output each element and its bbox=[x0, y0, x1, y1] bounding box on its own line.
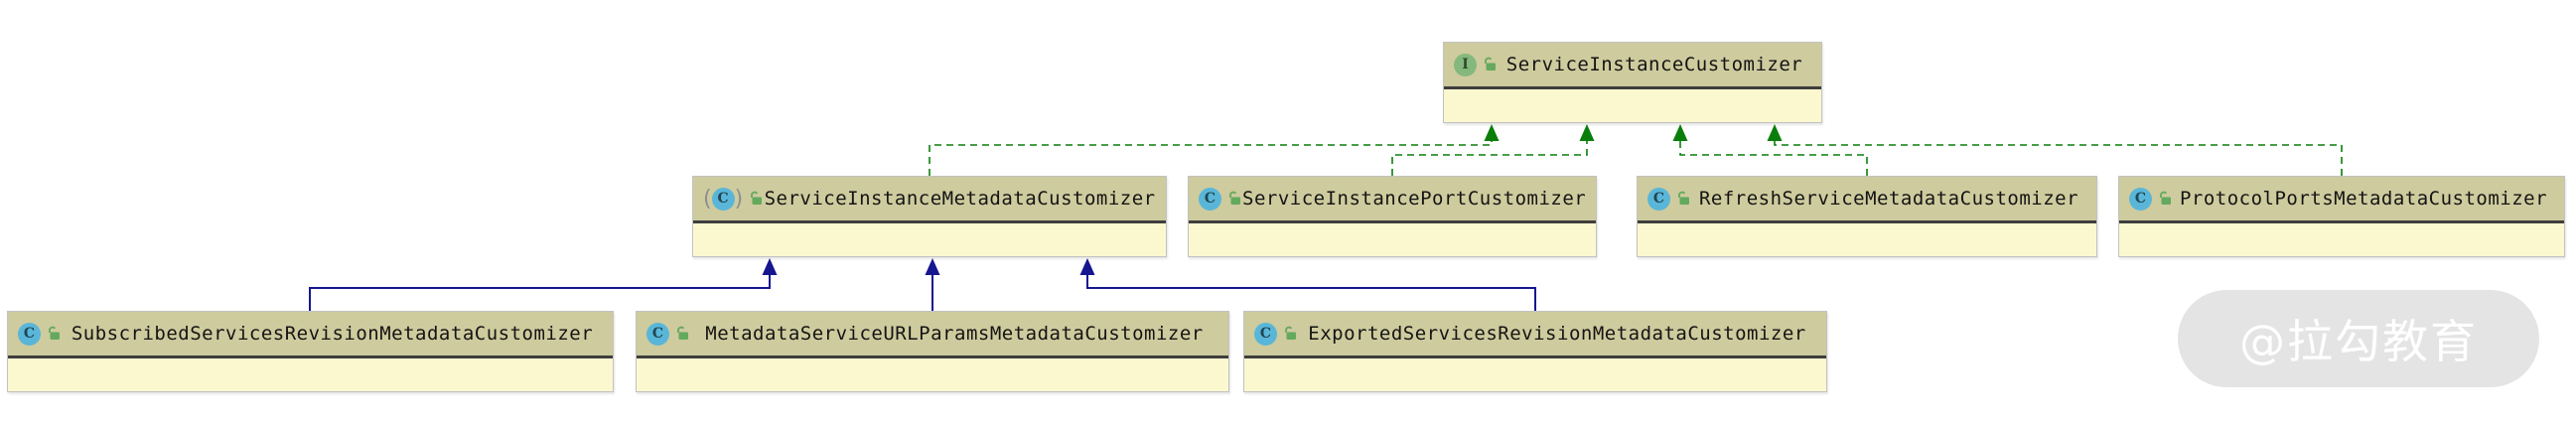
node-service-instance-metadata-customizer[interactable]: ( C ) ServiceInstanceMetadataCustomizer bbox=[692, 176, 1167, 257]
edge-implements-protocol-ports-metadata-customizer[interactable] bbox=[1767, 124, 2343, 176]
public-visibility-lock-icon bbox=[751, 191, 763, 205]
node-service-instance-customizer[interactable]: I ServiceInstanceCustomizer bbox=[1443, 42, 1822, 123]
abstract-class-icon: ( C ) bbox=[703, 186, 744, 212]
class-name: ExportedServicesRevisionMetadataCustomiz… bbox=[1308, 323, 1806, 345]
class-body bbox=[8, 358, 613, 391]
edge-implements-service-instance-port-customizer[interactable] bbox=[1391, 124, 1595, 176]
class-icon-letter: C bbox=[18, 322, 41, 346]
edge-extends-metadata-service-url-params-metadata-customizer[interactable] bbox=[925, 258, 940, 311]
interface-icon-letter: I bbox=[1454, 53, 1477, 76]
public-visibility-lock-icon bbox=[1229, 191, 1240, 205]
class-header: C ExportedServicesRevisionMetadataCustom… bbox=[1244, 312, 1826, 358]
node-metadata-service-url-params-metadata-customizer[interactable]: C MetadataServiceURLParamsMetadataCustom… bbox=[636, 311, 1229, 392]
class-body bbox=[637, 358, 1228, 391]
class-header: I ServiceInstanceCustomizer bbox=[1444, 43, 1821, 89]
watermark-badge: @拉勾教育 bbox=[2178, 290, 2539, 387]
class-name: ServiceInstanceMetadataCustomizer bbox=[764, 188, 1156, 210]
class-icon: C bbox=[1254, 322, 1277, 346]
class-header: C SubscribedServicesRevisionMetadataCust… bbox=[8, 312, 613, 358]
class-body bbox=[2119, 223, 2564, 256]
class-body bbox=[693, 223, 1166, 256]
class-header: C ServiceInstancePortCustomizer bbox=[1189, 177, 1596, 223]
node-protocol-ports-metadata-customizer[interactable]: C ProtocolPortsMetadataCustomizer bbox=[2118, 176, 2565, 257]
node-subscribed-services-revision-metadata-customizer[interactable]: C SubscribedServicesRevisionMetadataCust… bbox=[7, 311, 614, 392]
class-icon: C bbox=[1199, 187, 1221, 211]
class-icon-letter: C bbox=[646, 322, 669, 346]
public-visibility-lock-icon bbox=[2160, 191, 2171, 205]
class-icon-letter: C bbox=[1199, 187, 1221, 211]
class-name: ServiceInstanceCustomizer bbox=[1505, 54, 1803, 75]
edge-extends-exported-services-revision-metadata-customizer[interactable] bbox=[1079, 258, 1536, 311]
public-visibility-lock-icon bbox=[1678, 191, 1689, 205]
public-visibility-lock-icon bbox=[1285, 326, 1296, 340]
public-visibility-lock-icon bbox=[49, 326, 60, 340]
class-header: ( C ) ServiceInstanceMetadataCustomizer bbox=[693, 177, 1166, 223]
class-name: SubscribedServicesRevisionMetadataCustom… bbox=[71, 323, 594, 345]
class-icon-letter: C bbox=[1254, 322, 1277, 346]
class-icon: C bbox=[1647, 187, 1670, 211]
edge-implements-refresh-service-metadata-customizer[interactable] bbox=[1672, 124, 1868, 176]
class-body bbox=[1444, 89, 1821, 122]
class-header: C ProtocolPortsMetadataCustomizer bbox=[2119, 177, 2564, 223]
class-body bbox=[1189, 223, 1596, 256]
interface-icon: I bbox=[1454, 53, 1477, 76]
class-icon: C bbox=[18, 322, 41, 346]
public-visibility-lock-icon bbox=[677, 326, 688, 340]
node-service-instance-port-customizer[interactable]: C ServiceInstancePortCustomizer bbox=[1188, 176, 1597, 257]
node-refresh-service-metadata-customizer[interactable]: C RefreshServiceMetadataCustomizer bbox=[1637, 176, 2097, 257]
class-body bbox=[1638, 223, 2096, 256]
class-name: RefreshServiceMetadataCustomizer bbox=[1698, 188, 2079, 210]
class-icon: C bbox=[2129, 187, 2152, 211]
class-name: ServiceInstancePortCustomizer bbox=[1242, 188, 1587, 210]
class-header: C MetadataServiceURLParamsMetadataCustom… bbox=[637, 312, 1228, 358]
node-exported-services-revision-metadata-customizer[interactable]: C ExportedServicesRevisionMetadataCustom… bbox=[1243, 311, 1827, 392]
public-visibility-lock-icon bbox=[1485, 57, 1496, 71]
class-name: ProtocolPortsMetadataCustomizer bbox=[2179, 188, 2548, 210]
class-header: C RefreshServiceMetadataCustomizer bbox=[1638, 177, 2096, 223]
class-icon-letter: C bbox=[1647, 187, 1670, 211]
class-icon-letter: C bbox=[711, 187, 735, 211]
class-name: MetadataServiceURLParamsMetadataCustomiz… bbox=[705, 323, 1204, 345]
class-body bbox=[1244, 358, 1826, 391]
edge-implements-service-instance-metadata-customizer[interactable] bbox=[929, 124, 1500, 176]
edge-extends-subscribed-services-revision-metadata-customizer[interactable] bbox=[309, 258, 778, 311]
class-icon-letter: C bbox=[2129, 187, 2152, 211]
class-icon: C bbox=[646, 322, 669, 346]
